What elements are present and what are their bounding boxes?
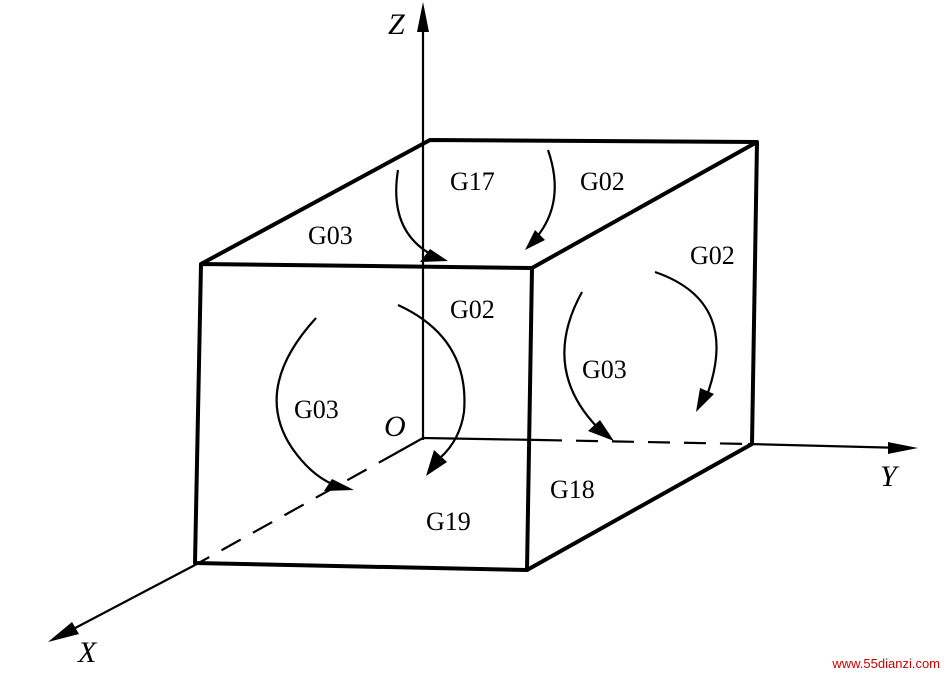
side-face-outline [526,141,759,572]
top-plane-code: G17 [450,167,495,196]
front-ccw-arc [275,317,333,486]
front-cw-code: G02 [450,295,495,324]
y-axis-arrowhead [888,442,918,454]
front-ccw-arrowhead [324,479,354,491]
z-axis-label: Z [388,8,405,41]
side-ccw-arrowhead [588,420,614,441]
side-cw-arrowhead [696,388,714,412]
origin-label: O [384,410,406,443]
y-axis-outer [747,442,907,450]
side-ccw-code: G03 [582,355,627,384]
x-axis-outer [59,564,196,637]
side-cw-arc [654,270,718,399]
y-axis-hidden [539,438,749,446]
x-axis-label: X [77,636,98,669]
front-ccw-code: G03 [294,395,339,424]
watermark: www.55dianzi.com [831,656,940,671]
top-cw-code: G02 [580,167,625,196]
side-cw-code: G02 [690,241,735,270]
front-cw-arc [397,304,466,459]
x-axis-hidden [194,451,399,566]
top-face-outline [200,138,759,270]
top-ccw-arrowhead [420,249,448,262]
side-plane-code: G18 [550,475,595,504]
z-axis-arrowhead [417,2,429,32]
x-axis-arrowhead [48,622,79,642]
front-plane-code: G19 [426,507,471,536]
y-axis-label: Y [880,460,900,493]
side-ccw-arc [563,291,599,429]
top-ccw-arc [395,169,435,257]
x-axis-inner [397,437,424,453]
top-cw-arrowhead [525,230,545,250]
y-axis-solid [422,436,541,442]
top-cw-arc [535,149,556,239]
top-ccw-code: G03 [308,221,353,250]
front-cw-arrowhead [426,450,447,476]
